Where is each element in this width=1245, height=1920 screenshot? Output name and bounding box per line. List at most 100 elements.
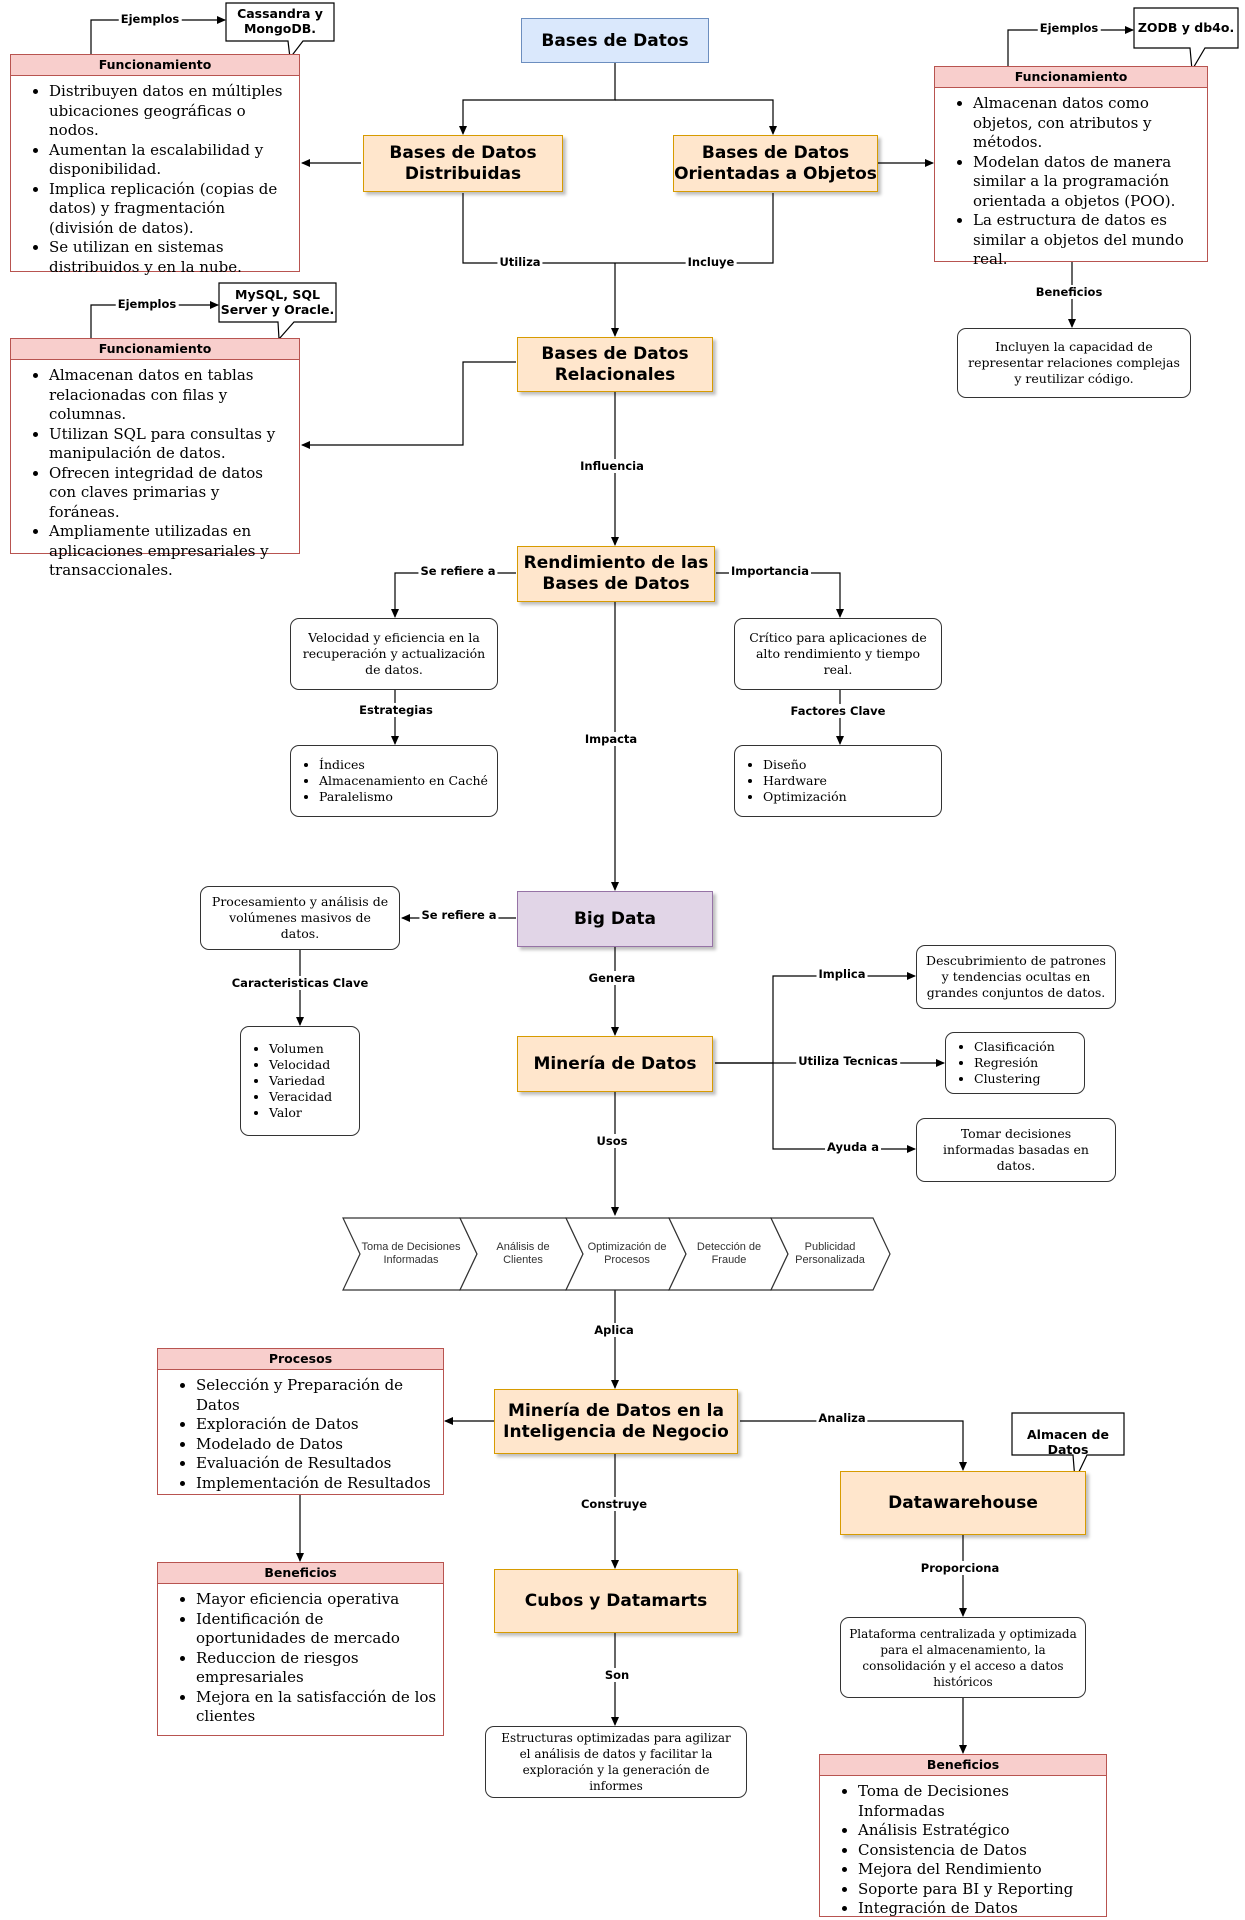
edge-utiliza — [462, 193, 615, 264]
edge-label-impacta: Impacta — [582, 732, 640, 746]
node-orientadas-objetos: Bases de Datos Orientadas a Objetos — [673, 135, 878, 192]
edge-label-importancia: Importancia — [728, 564, 812, 578]
node-datawarehouse: Datawarehouse — [840, 1471, 1086, 1535]
list-item: Mejora en la satisfacción de los cliente… — [196, 1688, 437, 1727]
list: Diseño Hardware Optimización — [743, 757, 847, 805]
list-item: Utilizan SQL para consultas y manipulaci… — [49, 425, 293, 464]
panel-objetos-funcionamiento: Funcionamiento Almacenan datos como obje… — [934, 66, 1208, 268]
edge-label-incluye: Incluye — [685, 255, 737, 269]
chevron-label-4: Detección de Fraude — [696, 1241, 762, 1266]
edge-incluye — [615, 193, 774, 264]
panel-header: Beneficios — [820, 1755, 1106, 1776]
callout-obj-shape — [1133, 7, 1239, 72]
list-item: Consistencia de Datos — [858, 1841, 1100, 1861]
edge-obj-ejemplos — [1007, 26, 1134, 66]
box-descubrimiento: Descubrimiento de patrones y tendencias … — [916, 945, 1116, 1009]
list-item: Identificación de oportunidades de merca… — [196, 1610, 437, 1649]
panel-header: Funcionamiento — [935, 67, 1207, 88]
list-item: Reduccion de riesgos empresariales — [196, 1649, 437, 1688]
panel-list: Toma de Decisiones Informadas Análisis E… — [820, 1782, 1100, 1919]
box-estrategias-list: Índices Almacenamiento en Caché Paraleli… — [290, 745, 498, 817]
node-big-data: Big Data — [517, 891, 713, 947]
edge-implica — [715, 972, 916, 1064]
list-item: La estructura de datos es similar a obje… — [973, 211, 1201, 270]
list: Volumen Velocidad Variedad Veracidad Val… — [249, 1041, 332, 1121]
edge-label-aplica: Aplica — [592, 1323, 636, 1337]
node-mineria: Minería de Datos — [517, 1036, 713, 1092]
list-item: Regresión — [974, 1055, 1055, 1071]
edge-label-construye: Construye — [578, 1497, 650, 1511]
edge-title-to-objetos — [615, 99, 777, 135]
box-factores-list: Diseño Hardware Optimización — [734, 745, 942, 817]
list-item: Selección y Preparación de Datos — [196, 1376, 437, 1415]
edge-label-influencia: Influencia — [578, 459, 646, 473]
edge-label-ejemplos-dist: Ejemplos — [118, 12, 182, 26]
edge-label-ejemplos-obj: Ejemplos — [1037, 21, 1101, 35]
node-bases-de-datos: Bases de Datos — [521, 18, 709, 63]
box-caracteristicas-list: Volumen Velocidad Variedad Veracidad Val… — [240, 1026, 360, 1136]
panel-header: Beneficios — [158, 1563, 443, 1584]
chevron-label-2: Análisis de Clientes — [496, 1241, 550, 1266]
panel-beneficios-bi: Beneficios Mayor eficiencia operativa Id… — [157, 1562, 444, 1736]
list-item: Variedad — [269, 1073, 332, 1089]
callout-dw-shape — [1011, 1412, 1125, 1483]
panel-list: Selección y Preparación de Datos Explora… — [158, 1376, 437, 1493]
panel-relacionales-funcionamiento: Funcionamiento Almacenan datos en tablas… — [10, 338, 300, 579]
list-item: Integración de Datos — [858, 1899, 1100, 1919]
list-item: Implica replicación (copias de datos) y … — [49, 180, 293, 239]
edge-importancia — [716, 572, 844, 618]
panel-list: Almacenan datos en tablas relacionadas c… — [11, 366, 293, 581]
list-item: Veracidad — [269, 1089, 332, 1105]
list-item: Valor — [269, 1105, 332, 1121]
edge-label-se-refiere: Se refiere a — [418, 564, 498, 578]
list-item: Optimización — [763, 789, 847, 805]
edge-label-genera: Genera — [586, 971, 638, 985]
list-item: Almacenamiento en Caché — [319, 773, 488, 789]
panel-header: Funcionamiento — [11, 55, 299, 76]
callout-relacionales-ejemplos: MySQL, SQL Server y Oracle. — [220, 287, 335, 317]
edge-label-utiliza: Utiliza — [497, 255, 543, 269]
box-tecnicas-list: Clasificación Regresión Clustering — [945, 1032, 1085, 1094]
list-item: Clustering — [974, 1071, 1055, 1087]
panel-list: Mayor eficiencia operativa Identificació… — [158, 1590, 437, 1727]
list-item: Análisis Estratégico — [858, 1821, 1100, 1841]
list-item: Hardware — [763, 773, 847, 789]
edge-se-refiere — [391, 572, 516, 618]
panel-procesos: Procesos Selección y Preparación de Dato… — [157, 1348, 444, 1495]
list-item: Distribuyen datos en múltiples ubicacion… — [49, 82, 293, 141]
panel-header: Procesos — [158, 1349, 443, 1370]
edge-label-ejemplos-rel: Ejemplos — [115, 297, 179, 311]
box-tomar-decisiones: Tomar decisiones informadas basadas en d… — [916, 1118, 1116, 1182]
list-item: Modelado de Datos — [196, 1435, 437, 1455]
callout-distribuidas-ejemplos: Cassandra y MongoDB. — [237, 6, 323, 36]
callout-rel-shape — [218, 282, 337, 341]
edge-analiza — [740, 1420, 967, 1471]
edge-label-usos: Usos — [594, 1134, 630, 1148]
list-item: Aumentan la escalabilidad y disponibilid… — [49, 141, 293, 180]
callout-dist-shape — [225, 2, 335, 60]
list: Clasificación Regresión Clustering — [954, 1039, 1055, 1087]
edge-label-proporciona: Proporciona — [918, 1561, 1002, 1575]
list-item: Velocidad — [269, 1057, 332, 1073]
node-relacionales: Bases de Datos Relacionales — [517, 337, 713, 392]
box-objetos-beneficios: Incluyen la capacidad de representar rel… — [957, 328, 1191, 398]
node-mineria-bi: Minería de Datos en la Inteligencia de N… — [494, 1389, 738, 1454]
list-item: Almacenan datos en tablas relacionadas c… — [49, 366, 293, 425]
box-estructuras: Estructuras optimizadas para agilizar el… — [485, 1726, 747, 1798]
list-item: Diseño — [763, 757, 847, 773]
panel-list: Distribuyen datos en múltiples ubicacion… — [11, 82, 293, 277]
chevron-label-1: Toma de Decisiones Informadas — [361, 1241, 461, 1266]
edge-ayuda — [772, 1063, 916, 1153]
list-item: Se utilizan en sistemas distribuidos y e… — [49, 238, 293, 277]
panel-distribuidas-funcionamiento: Funcionamiento Distribuyen datos en múlt… — [10, 54, 300, 276]
panel-list: Almacenan datos como objetos, con atribu… — [935, 94, 1201, 270]
edge-label-utiliza-tecnicas: Utiliza Tecnicas — [796, 1054, 900, 1068]
list: Índices Almacenamiento en Caché Paraleli… — [299, 757, 488, 805]
list-item: Implementación de Resultados — [196, 1474, 437, 1494]
node-distribuidas: Bases de Datos Distribuidas — [363, 135, 563, 192]
edge-label-analiza: Analiza — [816, 1411, 868, 1425]
edge-label-caracteristicas: Caracteristicas Clave — [229, 976, 371, 990]
callout-datawarehouse: Almacen de Datos — [1027, 1427, 1109, 1457]
list-item: Ampliamente utilizadas en aplicaciones e… — [49, 522, 293, 581]
